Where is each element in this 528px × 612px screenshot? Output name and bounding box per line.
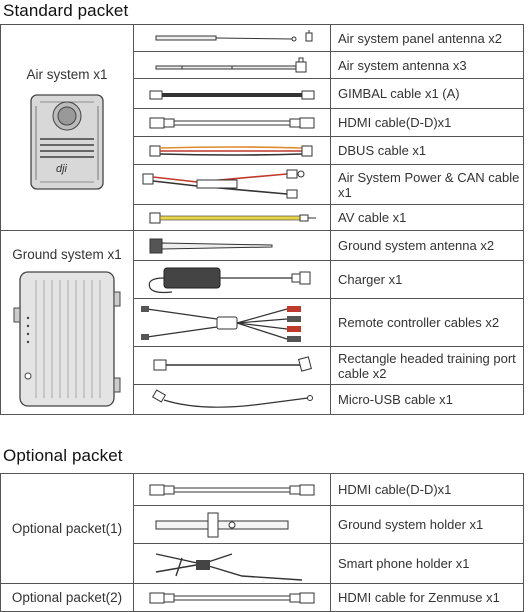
item-image-training-cable (133, 346, 331, 385)
hdmi-cable-icon (149, 117, 315, 128)
micro-usb-cable-icon (151, 388, 313, 408)
item-image-ground-antenna (133, 230, 331, 261)
item-image-av-cable (133, 204, 331, 231)
item-label-hdmi-zenmuse-cable: HDMI cable for Zenmuse x1 (330, 583, 524, 612)
power-can-cable-icon (142, 169, 305, 198)
optional-packet-table: Optional packet(1) HDMI cable(D-D)x1 Gro… (0, 473, 524, 612)
ground-system-cell: Ground system x1 (0, 230, 134, 415)
item-label-power-can-cable: Air System Power & CAN cable x1 (330, 164, 524, 205)
standard-packet-title: Standard packet (3, 1, 129, 20)
item-label-training-cable: Rectangle headed training port cable x2 (330, 346, 524, 385)
antenna-icon (155, 57, 307, 73)
ground-system-label: Ground system x1 (12, 247, 122, 262)
item-image-hdmi-zenmuse-cable (133, 583, 331, 612)
item-label-opt-hdmi-cable: HDMI cable(D-D)x1 (330, 473, 524, 506)
standard-packet-table: Air system x1 dji (0, 24, 524, 415)
item-image-opt-hdmi-cable (133, 473, 331, 506)
air-system-cell: Air system x1 dji (0, 24, 134, 231)
dbus-cable-icon (149, 145, 313, 156)
item-label-charger: Charger x1 (330, 260, 524, 299)
rc-cables-icon (141, 305, 301, 342)
hdmi-cable-icon (149, 484, 315, 495)
optional-packet-2-cell: Optional packet(2) (0, 583, 134, 612)
item-image-antenna (133, 51, 331, 79)
training-cable-icon (153, 355, 312, 372)
item-label-hdmi-cable: HDMI cable(D-D)x1 (330, 108, 524, 137)
optional-packet-1-label: Optional packet(1) (11, 521, 123, 536)
item-image-micro-usb-cable (133, 384, 331, 415)
item-label-micro-usb-cable: Micro-USB cable x1 (330, 384, 524, 415)
panel-antenna-icon (155, 30, 313, 42)
item-image-gimbal-cable (133, 78, 331, 109)
item-image-phone-holder (133, 543, 331, 584)
item-image-rc-cables (133, 298, 331, 347)
phone-holder-icon (155, 552, 303, 581)
item-label-ground-holder: Ground system holder x1 (330, 505, 524, 544)
ground-antenna-icon (149, 238, 273, 253)
charger-icon (148, 267, 311, 293)
gimbal-cable-icon (149, 90, 315, 99)
item-label-antenna: Air system antenna x3 (330, 51, 524, 79)
item-image-panel-antenna (133, 24, 331, 52)
item-label-av-cable: AV cable x1 (330, 204, 524, 231)
item-label-dbus-cable: DBUS cable x1 (330, 136, 524, 165)
air-system-label: Air system x1 (26, 67, 108, 82)
item-label-rc-cables: Remote controller cables x2 (330, 298, 524, 347)
item-image-dbus-cable (133, 136, 331, 165)
item-image-ground-holder (133, 505, 331, 544)
item-label-phone-holder: Smart phone holder x1 (330, 543, 524, 584)
optional-packet-title: Optional packet (3, 446, 123, 465)
item-label-gimbal-cable: GIMBAL cable x1 (A) (330, 78, 524, 109)
hdmi-zenmuse-cable-icon (149, 592, 315, 603)
optional-packet-2-label: Optional packet(2) (11, 590, 123, 605)
item-label-panel-antenna: Air system panel antenna x2 (330, 24, 524, 52)
dji-logo: dji (56, 163, 68, 175)
item-image-power-can-cable (133, 164, 331, 205)
ground-system-unit-icon (13, 271, 121, 407)
item-image-hdmi-cable (133, 108, 331, 137)
av-cable-icon (149, 212, 316, 223)
air-system-unit-icon: dji (30, 94, 104, 190)
item-label-ground-antenna: Ground system antenna x2 (330, 230, 524, 261)
item-image-charger (133, 260, 331, 299)
ground-holder-icon (155, 512, 289, 537)
optional-packet-1-cell: Optional packet(1) (0, 473, 134, 584)
